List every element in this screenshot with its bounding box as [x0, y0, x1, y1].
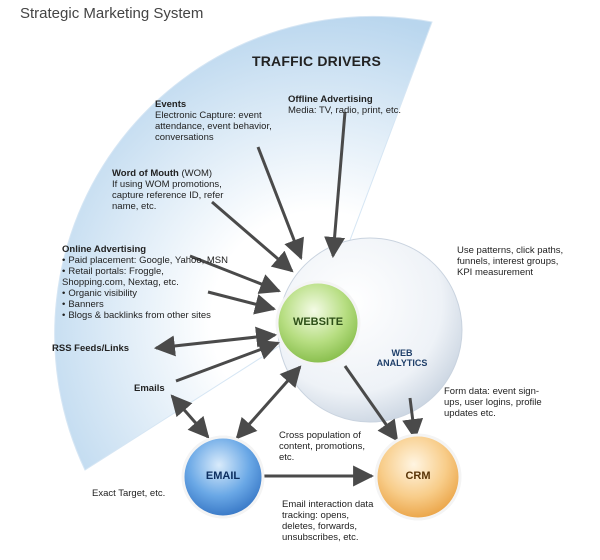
website-label: WEBSITE	[292, 316, 344, 328]
online-item: Blogs & backlinks from other sites	[62, 310, 262, 321]
website-circle	[275, 280, 361, 366]
crm-label: CRM	[405, 470, 431, 482]
use-patterns-note: Use patterns, click paths, funnels, inte…	[457, 245, 564, 278]
email-circle	[181, 435, 265, 519]
wom-title: Word of Mouth	[112, 168, 179, 179]
web-analytics-label: WEB ANALYTICS	[376, 348, 428, 368]
emails-label: Emails	[134, 383, 165, 394]
email-label: EMAIL	[205, 470, 241, 482]
offline-title: Offline Advertising	[288, 94, 373, 105]
arrow-offline	[324, 111, 347, 259]
form-data-note: Form data: event sign-ups, user logins, …	[444, 386, 542, 419]
online-item: Organic visibility	[62, 288, 262, 299]
email-tracking-note: Email interaction data tracking: opens, …	[282, 499, 374, 543]
page-title: Strategic Marketing System	[20, 5, 204, 22]
arrow-analytics-crm	[402, 397, 424, 441]
exact-target-note: Exact Target, etc.	[92, 488, 166, 499]
arrow-emails-website	[175, 339, 280, 383]
rss-label: RSS Feeds/Links	[52, 343, 130, 354]
wom-desc: If using WOM promotions, capture referen…	[112, 179, 224, 212]
offline-desc: Media: TV, radio, print, etc.	[288, 105, 402, 116]
online-item: Retail portals: Froggle, Shopping.com, N…	[62, 266, 212, 288]
online-title: Online Advertising	[62, 244, 147, 255]
arrow-email-website	[235, 365, 302, 440]
online-list: Paid placement: Google, Yahoo, MSN Retai…	[62, 255, 262, 321]
wom-block: Word of Mouth (WOM) If using WOM promoti…	[112, 168, 240, 212]
events-block: Events Electronic Capture: event attenda…	[155, 99, 295, 143]
traffic-drivers-heading: TRAFFIC DRIVERS	[252, 53, 381, 69]
arrow-wom	[211, 200, 294, 273]
crm-circle	[374, 433, 462, 521]
connector-arrows	[153, 111, 424, 487]
arrow-rss	[153, 326, 278, 357]
events-title: Events	[155, 99, 187, 110]
offline-block: Offline Advertising Media: TV, radio, pr…	[288, 94, 418, 116]
wom-title-suffix: (WOM)	[178, 168, 213, 179]
online-item: Paid placement: Google, Yahoo, MSN	[62, 255, 262, 266]
online-item: Banners	[62, 299, 262, 310]
online-block: Online Advertising Paid placement: Googl…	[62, 244, 262, 321]
events-desc: Electronic Capture: event attendance, ev…	[155, 110, 272, 143]
traffic-drivers-fan	[54, 15, 433, 471]
cross-population-note: Cross population of content, promotions,…	[279, 430, 366, 463]
arrow-website-crm	[343, 365, 399, 442]
arrow-emails-email	[170, 394, 210, 439]
arrow-events	[256, 146, 304, 260]
